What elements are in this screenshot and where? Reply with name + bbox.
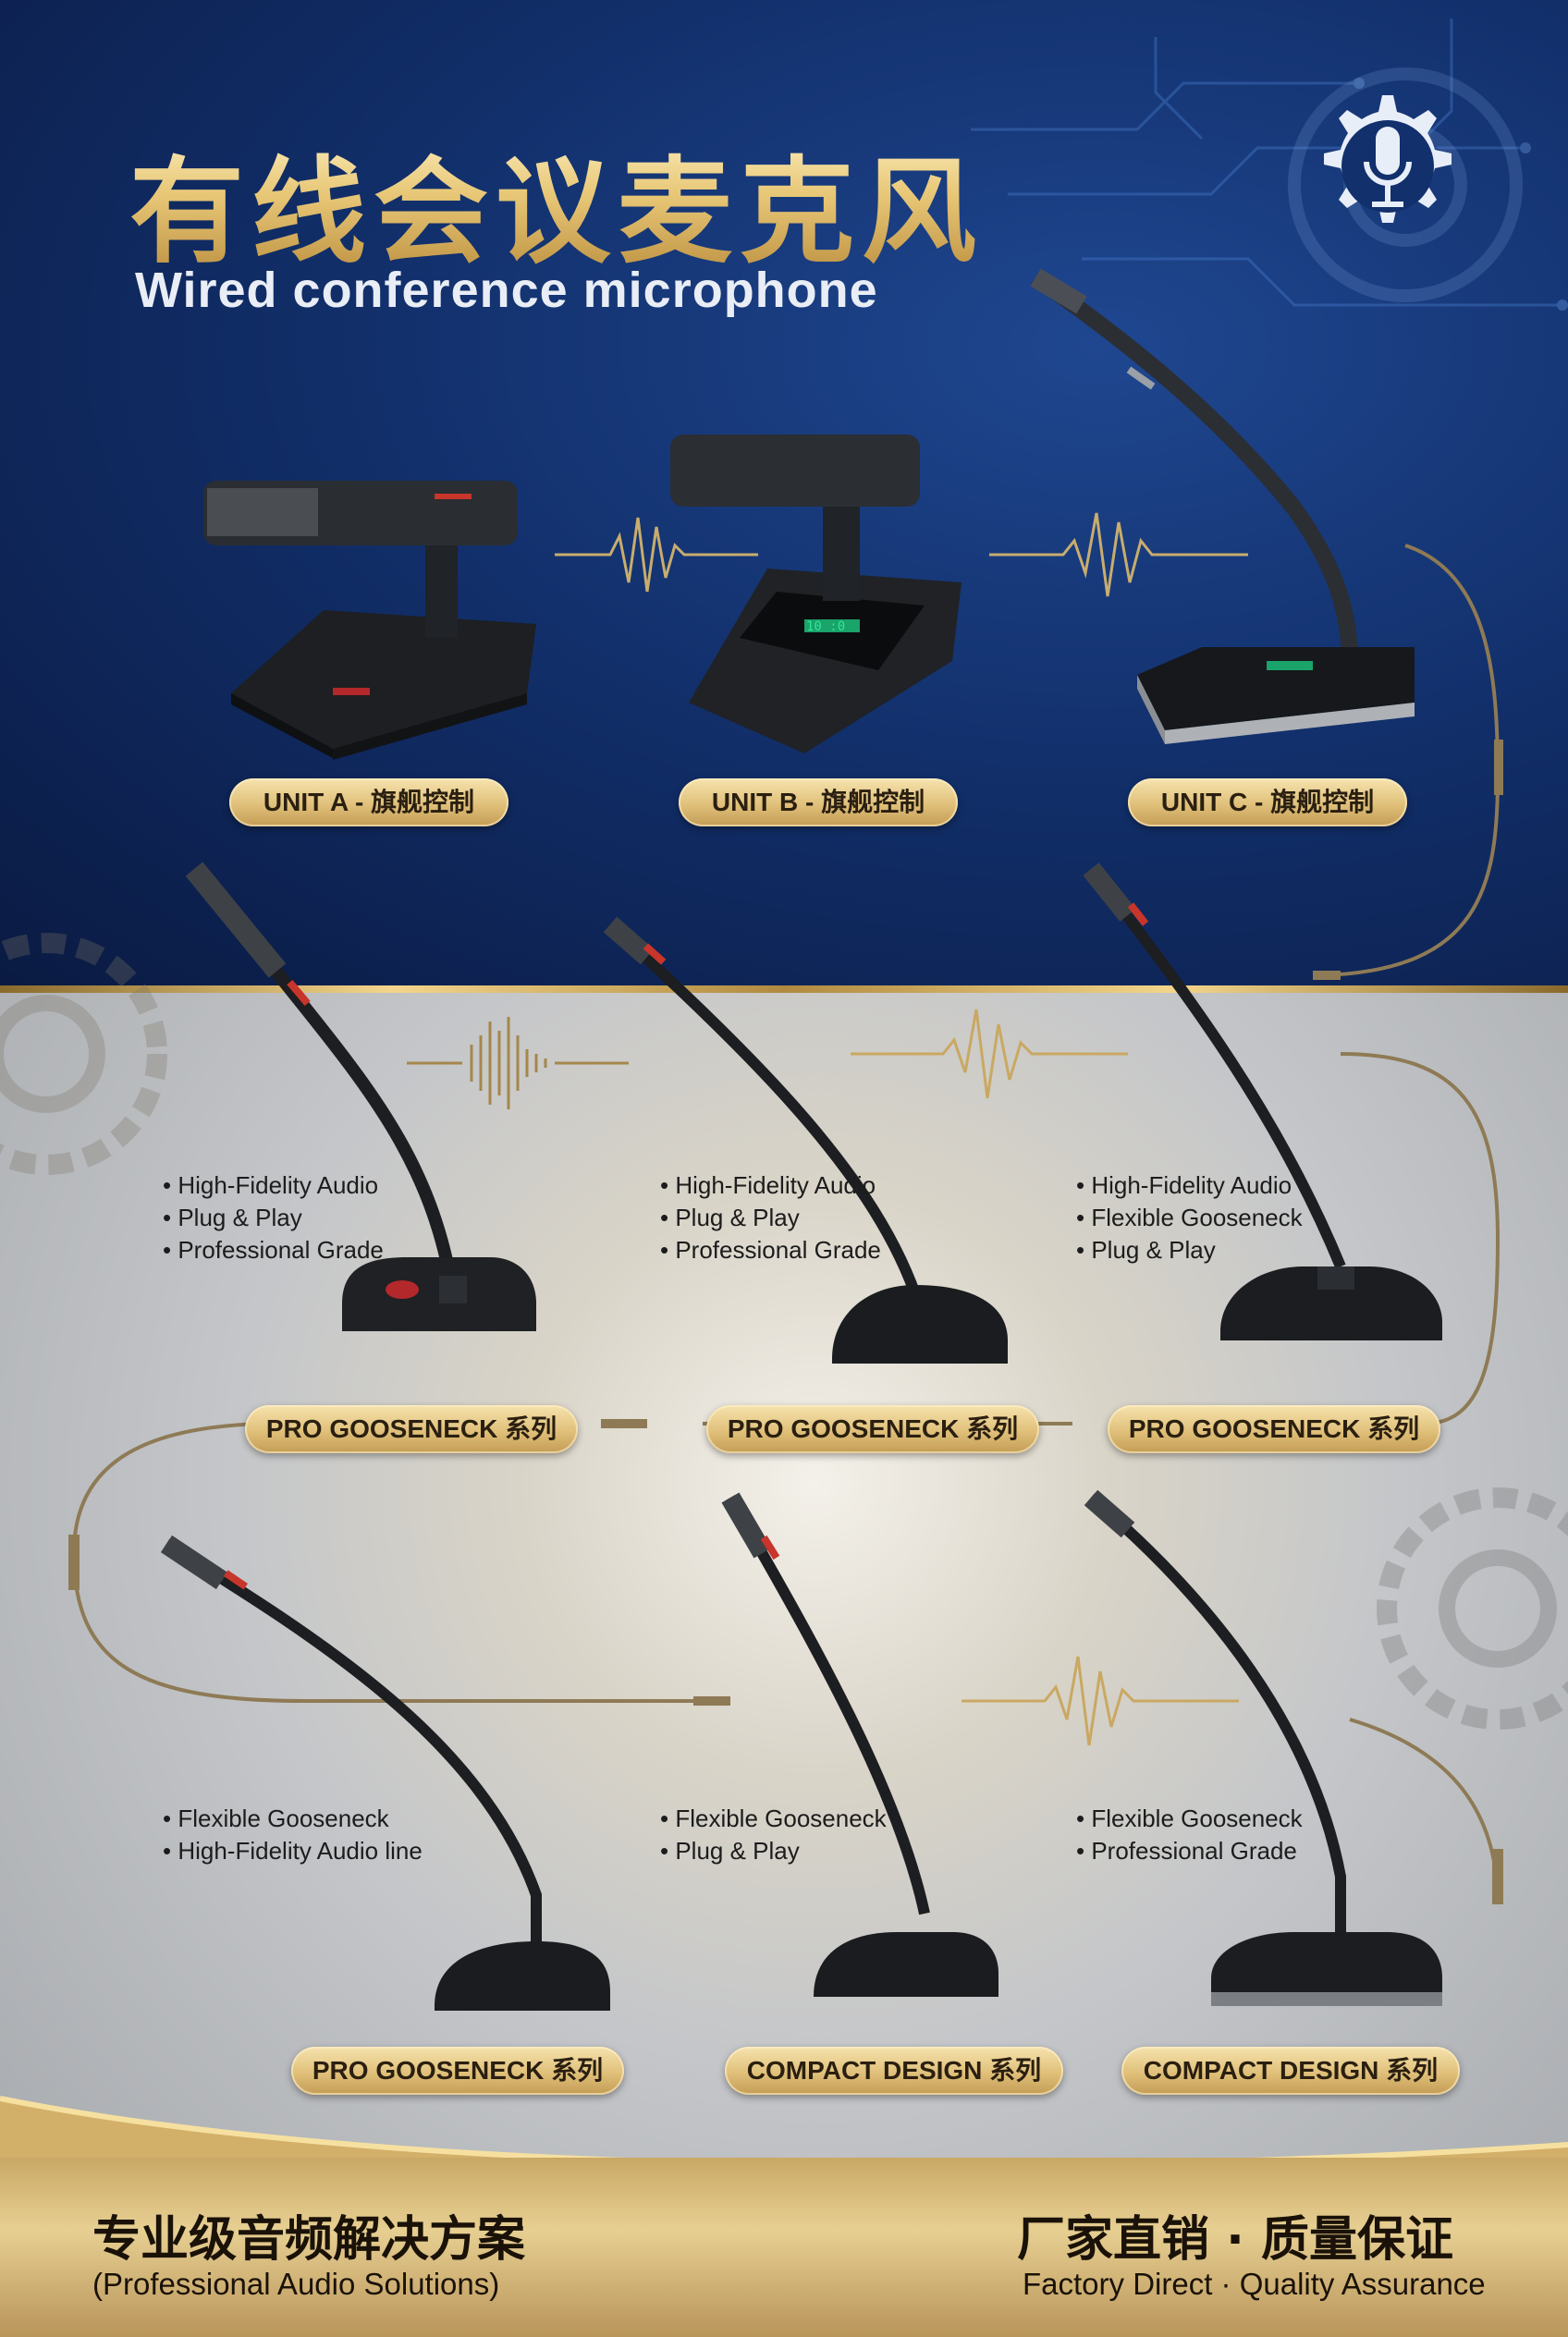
unit-b-microphone: 10 :0 [670, 434, 962, 753]
feature-list: Flexible Gooseneck High-Fidelity Audio l… [163, 1803, 423, 1867]
series-label: PRO GOOSENECK 系列 [1108, 1405, 1440, 1453]
series-label: COMPACT DESIGN 系列 [1121, 2047, 1460, 2095]
sound-wave-decor [989, 512, 1248, 597]
feature-list: Flexible Gooseneck Professional Grade [1076, 1803, 1303, 1867]
gold-divider-line [0, 985, 1568, 993]
list-item: Plug & Play [660, 1202, 881, 1234]
list-item: Plug & Play [163, 1202, 384, 1234]
gear-icon [1377, 1487, 1568, 1730]
feature-list: High-Fidelity Audio Plug & Play Professi… [163, 1169, 384, 1266]
list-item: Professional Grade [660, 1234, 881, 1266]
list-item: Plug & Play [1076, 1234, 1303, 1266]
page-title: 有线会议麦克风 [129, 118, 984, 285]
footer-left-title: 专业级音频解决方案 [92, 2212, 526, 2268]
gooseneck-mic-1 [185, 862, 536, 1331]
sound-wave-decor [962, 1656, 1239, 1746]
list-item: Flexible Gooseneck [1076, 1202, 1302, 1234]
gooseneck-mic-4 [160, 1535, 610, 2011]
list-item: High-Fidelity Audio [1076, 1169, 1303, 1202]
list-item: High-Fidelity Audio [163, 1169, 384, 1202]
sound-wave-decor [555, 517, 758, 593]
footer-left-subtitle: (Professional Audio Solutions) [92, 2267, 500, 2301]
page-subtitle: Wired conference microphone [135, 263, 878, 318]
list-item: Flexible Gooseneck [163, 1803, 423, 1835]
gooseneck-mic-5 [721, 1492, 998, 1997]
series-label: PRO GOOSENECK 系列 [706, 1405, 1039, 1453]
gear-microphone-icon [1324, 95, 1452, 223]
footer-band [0, 2158, 1568, 2337]
list-item: Professional Grade [1076, 1835, 1303, 1867]
series-label: COMPACT DESIGN 系列 [725, 2047, 1063, 2095]
unit-b-display [804, 619, 860, 632]
list-item: Flexible Gooseneck [1076, 1803, 1302, 1835]
series-label: PRO GOOSENECK 系列 [245, 1405, 578, 1453]
gooseneck-mic-6 [1084, 1489, 1442, 2006]
list-item: High-Fidelity Audio line [163, 1835, 422, 1867]
unit-a-microphone [203, 481, 536, 760]
footer-right-title: 厂家直销 · 质量保证 [1017, 2212, 1453, 2268]
gooseneck-mic-2 [603, 916, 1008, 1364]
series-label: PRO GOOSENECK 系列 [291, 2047, 624, 2095]
sound-wave-decor [851, 1009, 1128, 1099]
footer-right-subtitle: Factory Direct · Quality Assurance [1023, 2267, 1486, 2301]
unit-c-label: UNIT C - 旗舰控制 [1128, 778, 1407, 826]
list-item: High-Fidelity Audio [660, 1169, 881, 1202]
list-item: Plug & Play [660, 1835, 887, 1867]
list-item: Flexible Gooseneck [660, 1803, 886, 1835]
unit-c-microphone [1030, 268, 1415, 744]
sound-wave-decor [407, 1017, 629, 1109]
unit-b-label: UNIT B - 旗舰控制 [679, 778, 958, 826]
feature-list: High-Fidelity Audio Plug & Play Professi… [660, 1169, 881, 1266]
unit-a-label: UNIT A - 旗舰控制 [229, 778, 508, 826]
feature-list: Flexible Gooseneck Plug & Play [660, 1803, 887, 1867]
gear-icon [0, 933, 167, 1175]
unit-b-display-text: 10 :0 [806, 619, 845, 634]
gooseneck-mic-3 [1083, 863, 1442, 1340]
feature-list: High-Fidelity Audio Flexible Gooseneck P… [1076, 1169, 1303, 1266]
list-item: Professional Grade [163, 1234, 384, 1266]
